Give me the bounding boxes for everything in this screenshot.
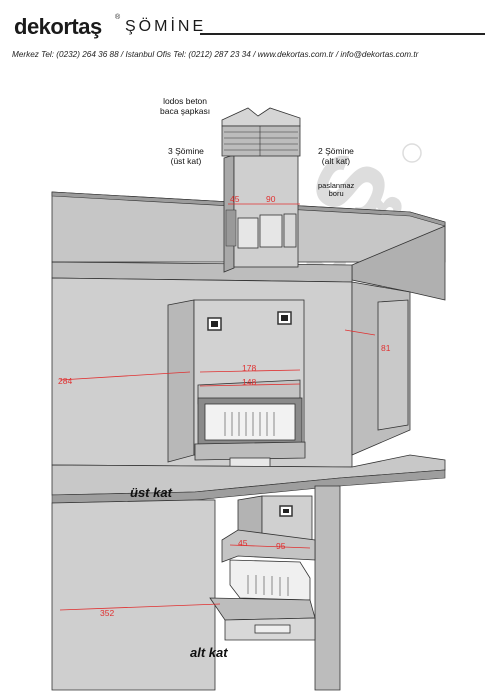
dim-284: 284 — [58, 376, 73, 386]
flue-pipe-left — [237, 217, 259, 249]
label-chimney-cap: lodos beton baca şapkası — [160, 96, 210, 116]
dim-352: 352 — [100, 608, 115, 618]
dim-45-low: 45 — [238, 538, 248, 548]
lower-floor-label: alt kat — [190, 645, 228, 660]
upper-pillar — [377, 299, 409, 431]
cap-line2: baca şapkası — [160, 106, 211, 116]
dim-45-top: 45 — [230, 194, 240, 204]
upper-breast-side — [167, 299, 195, 463]
flue-pipe-mid — [259, 214, 283, 248]
flue3-line2: (üst kat) — [170, 156, 202, 166]
lower-firebox-grate — [247, 575, 289, 596]
pipe-line2: boru — [328, 189, 344, 198]
chimney-cap-louvers — [224, 126, 298, 156]
upper-firebox-grate — [224, 412, 275, 436]
flue2-line1: 2 Şömine — [318, 146, 354, 156]
lower-vent-inner — [283, 509, 289, 513]
label-flue-lower: 2 Şömine (alt kat) — [318, 146, 354, 166]
lower-wall-right — [314, 485, 341, 691]
chimney-cap-top — [221, 107, 301, 127]
dim-90-top: 90 — [266, 194, 276, 204]
upper-hearth — [194, 441, 306, 461]
lower-hearth — [209, 597, 316, 621]
brand-product: ŞÖMİNE — [125, 18, 207, 35]
upper-floor-label: üst kat — [130, 485, 172, 500]
lower-ashbox — [254, 624, 291, 634]
registered-mark: ® — [115, 14, 121, 21]
dim-side: 81 — [381, 343, 391, 353]
flue3-line1: 3 Şömine — [168, 146, 204, 156]
chimney-cap-body — [221, 125, 301, 157]
upper-firebox — [204, 403, 296, 441]
upper-vent-right-inner — [281, 315, 288, 321]
flue2-line2: (alt kat) — [321, 156, 351, 166]
dim-178: 178 — [242, 363, 257, 373]
pipe-line1: paslanmaz — [318, 181, 355, 190]
brand-logo: dekortaş — [14, 14, 102, 39]
cap-line1: lodos beton — [163, 96, 208, 106]
dim-148: 148 — [242, 377, 257, 387]
lower-firebox — [229, 559, 311, 601]
chimney-front — [233, 154, 299, 268]
lower-wall — [51, 499, 216, 691]
label-flue-upper: 3 Şömine (üst kat) — [168, 146, 204, 166]
flue-insulation — [225, 209, 237, 247]
header-rule — [200, 33, 485, 35]
lower-hood — [221, 529, 316, 563]
contact-line: Merkez Tel: (0232) 264 36 88 / Istanbul … — [12, 50, 419, 59]
upper-vent-left-inner — [211, 321, 218, 327]
flue-pipe-right — [283, 213, 297, 248]
dim-95-low: 95 — [276, 541, 286, 551]
dimension-lines — [59, 203, 376, 611]
label-pipe: paslanmaz boru — [318, 182, 354, 198]
registered-watermark — [402, 143, 422, 163]
